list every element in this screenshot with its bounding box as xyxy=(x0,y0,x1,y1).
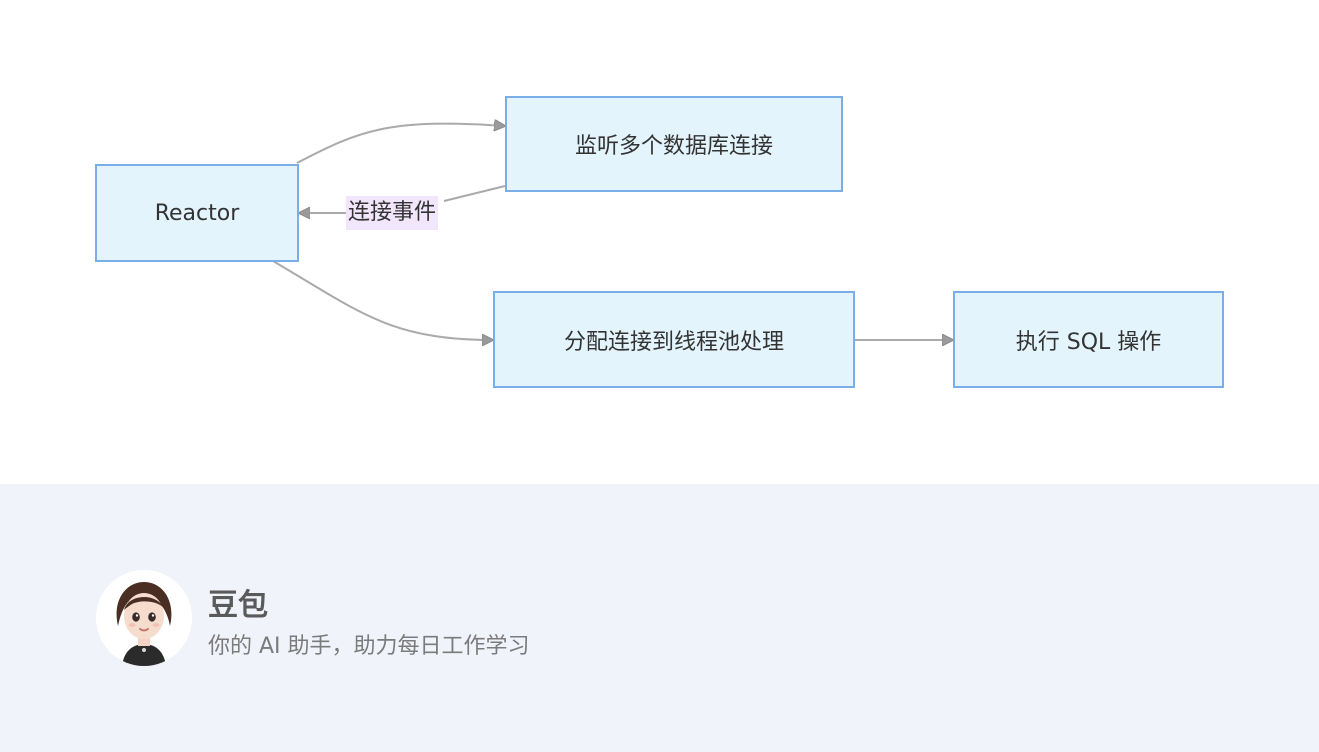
edge-label-connection-event: 连接事件 xyxy=(346,196,439,230)
brand-tagline: 你的 AI 助手，助力每日工作学习 xyxy=(208,634,530,659)
node-reactor: Reactor xyxy=(95,164,299,262)
node-dispatch-threadpool: 分配连接到线程池处理 xyxy=(493,291,855,388)
edges-layer xyxy=(272,0,1319,484)
footer-brand-bar: 豆包 你的 AI 助手，助力每日工作学习 xyxy=(0,484,1319,752)
flowchart: Reactor 监听多个数据库连接 分配连接到线程池处理 执行 SQL 操作 连… xyxy=(95,0,1319,484)
edge-reactor-to-listen xyxy=(296,124,505,164)
node-execute-sql: 执行 SQL 操作 xyxy=(953,291,1224,388)
edge-listen-to-reactor xyxy=(299,185,506,213)
node-listen-connections: 监听多个数据库连接 xyxy=(505,96,843,192)
brand-name: 豆包 xyxy=(208,588,268,623)
avatar-portrait-icon xyxy=(96,570,192,666)
avatar xyxy=(96,570,192,666)
edge-reactor-to-dispatch xyxy=(272,260,493,340)
